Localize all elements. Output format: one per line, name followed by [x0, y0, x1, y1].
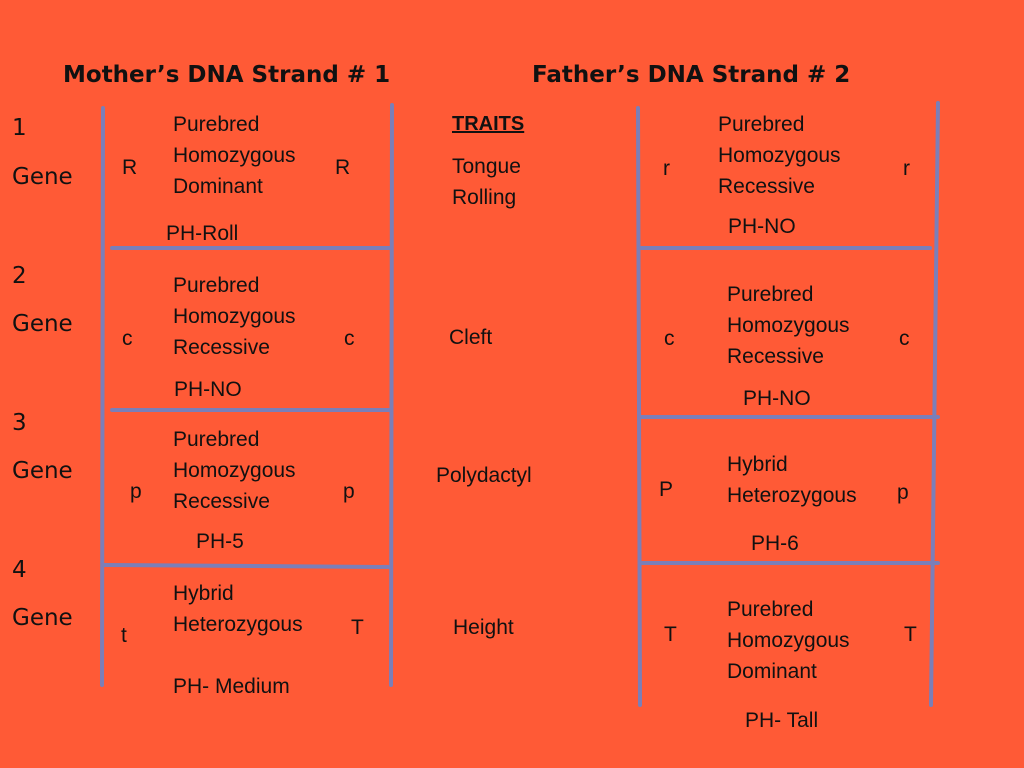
mother-strand-title: Mother’s DNA Strand # 1 [63, 62, 391, 88]
father-gene-4-description: Purebred Homozygous Dominant [727, 598, 850, 683]
gene-number-2: 2 [12, 263, 27, 289]
mother-divider-3 [101, 563, 392, 569]
mother-gene-2-phenotype: PH-NO [174, 378, 242, 401]
father-gene-2-description: Purebred Homozygous Recessive [727, 283, 850, 368]
father-gene-1-allele-left: r [663, 157, 670, 180]
mother-gene-3-phenotype: PH-5 [196, 530, 244, 553]
father-gene-4-allele-right: T [904, 623, 917, 646]
trait-height: Height [453, 616, 514, 639]
father-gene-3-phenotype: PH-6 [751, 532, 799, 555]
mother-strand-left [100, 106, 105, 687]
gene-number-4: 4 [12, 557, 27, 583]
mother-gene-3-allele-left: p [130, 480, 142, 503]
father-strand-right [929, 101, 940, 707]
mother-gene-4-description: Hybrid Heterozygous [173, 582, 303, 636]
father-gene-1-allele-right: r [903, 157, 910, 180]
father-gene-4-phenotype: PH- Tall [745, 709, 819, 732]
father-gene-1-phenotype: PH-NO [728, 215, 796, 238]
father-strand-title: Father’s DNA Strand # 2 [532, 62, 851, 88]
gene-label-4: Gene [12, 605, 73, 631]
father-gene-3-allele-left: P [659, 478, 674, 501]
mother-gene-4-allele-left: t [121, 624, 127, 647]
mother-gene-2-description: Purebred Homozygous Recessive [173, 274, 296, 359]
mother-gene-4-phenotype: PH- Medium [173, 675, 290, 698]
trait-polydactyl: Polydactyl [436, 464, 532, 487]
mother-gene-1-description: Purebred Homozygous Dominant [173, 113, 296, 198]
trait-tongue-rolling: Tongue Rolling [452, 155, 521, 209]
mother-gene-3-allele-right: p [343, 480, 355, 503]
mother-gene-2-allele-left: c [122, 327, 133, 350]
father-gene-3-allele-right: p [897, 481, 909, 504]
father-gene-3-description: Hybrid Heterozygous [727, 453, 857, 507]
mother-gene-3-description: Purebred Homozygous Recessive [173, 428, 296, 513]
gene-label-2: Gene [12, 311, 73, 337]
father-strand-left [636, 106, 642, 707]
father-gene-2-allele-left: c [664, 327, 675, 350]
mother-gene-1-allele-right: R [335, 156, 351, 179]
father-gene-1-description: Purebred Homozygous Recessive [718, 113, 841, 198]
father-gene-4-allele-left: T [664, 623, 677, 646]
mother-strand-right [389, 103, 394, 687]
gene-label-3: Gene [12, 458, 73, 484]
gene-label-1: Gene [12, 164, 73, 190]
mother-gene-4-allele-right: T [351, 616, 364, 639]
mother-gene-2-allele-right: c [344, 327, 355, 350]
trait-cleft: Cleft [449, 326, 493, 349]
father-gene-2-allele-right: c [899, 327, 910, 350]
gene-number-1: 1 [12, 115, 27, 141]
gene-number-3: 3 [12, 410, 27, 436]
traits-header: TRAITS [452, 113, 525, 135]
mother-gene-1-allele-left: R [122, 156, 138, 179]
father-gene-2-phenotype: PH-NO [743, 387, 811, 410]
mother-gene-1-phenotype: PH-Roll [166, 222, 239, 245]
